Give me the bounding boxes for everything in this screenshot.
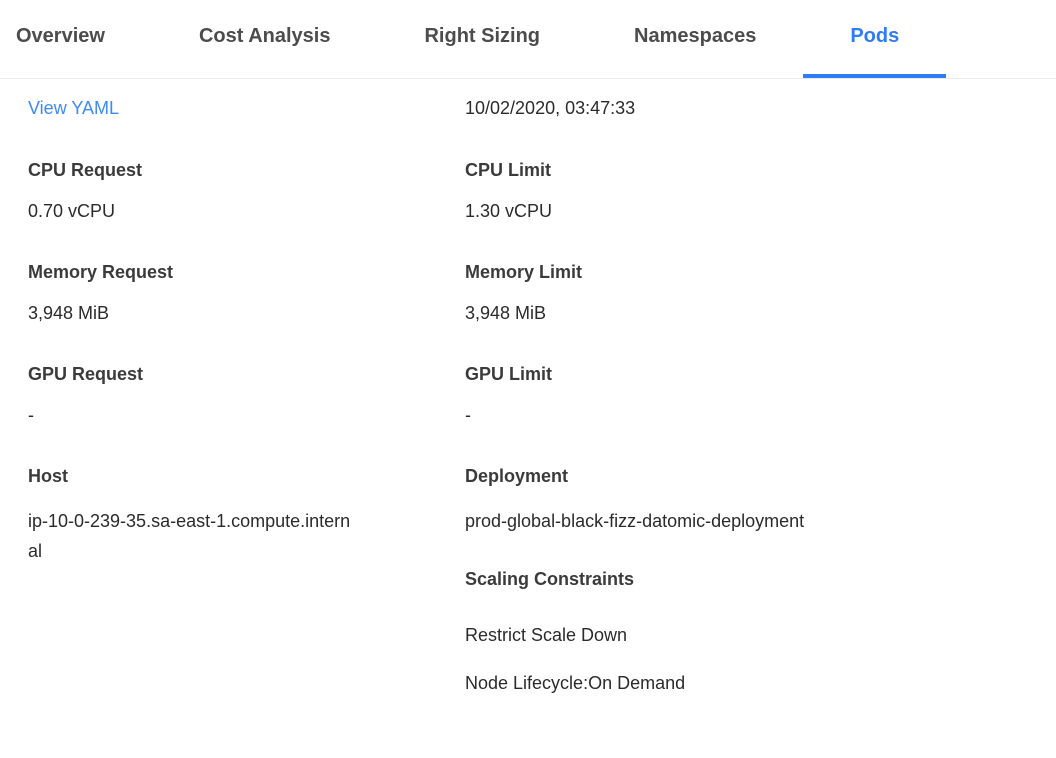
field-cpu-limit: CPU Limit 1.30 vCPU bbox=[465, 159, 1056, 222]
pod-details-panel: View YAML CPU Request 0.70 vCPU Memory R… bbox=[0, 79, 1056, 694]
field-gpu-request: GPU Request - bbox=[28, 363, 465, 426]
deployment-link[interactable]: prod-global-black-fizz-datomic-deploymen… bbox=[465, 511, 805, 531]
cpu-limit-value: 1.30 vCPU bbox=[465, 201, 553, 221]
memory-limit-value: 3,948 MiB bbox=[465, 303, 547, 323]
tab-namespaces[interactable]: Namespaces bbox=[634, 24, 757, 47]
view-yaml-link[interactable]: View YAML bbox=[28, 98, 120, 118]
tab-overview[interactable]: Overview bbox=[16, 24, 105, 47]
tab-bar: Overview Cost Analysis Right Sizing Name… bbox=[0, 0, 1056, 79]
field-cpu-request: CPU Request 0.70 vCPU bbox=[28, 159, 465, 222]
gpu-request-label: GPU Request bbox=[28, 364, 144, 384]
tab-right-sizing[interactable]: Right Sizing bbox=[424, 24, 541, 47]
last-updated-timestamp: 10/02/2020, 03:47:33 bbox=[465, 98, 636, 118]
tab-pods[interactable]: Pods bbox=[803, 0, 946, 78]
field-host: Host ip-10-0-239-35.sa-east-1.compute.in… bbox=[28, 465, 465, 566]
memory-request-value: 3,948 MiB bbox=[28, 303, 110, 323]
tab-cost-analysis[interactable]: Cost Analysis bbox=[198, 24, 331, 47]
host-link[interactable]: ip-10-0-239-35.sa-east-1.compute.interna… bbox=[28, 511, 351, 561]
memory-request-label: Memory Request bbox=[28, 262, 174, 282]
memory-limit-label: Memory Limit bbox=[465, 262, 583, 282]
field-gpu-limit: GPU Limit - bbox=[465, 363, 1056, 426]
field-deployment: Deployment prod-global-black-fizz-datomi… bbox=[465, 465, 1056, 536]
gpu-limit-value: - bbox=[465, 405, 471, 425]
cpu-limit-label: CPU Limit bbox=[465, 160, 552, 180]
scaling-constraint-item: Restrict Scale Down bbox=[465, 625, 628, 645]
details-right-column: 10/02/2020, 03:47:33 CPU Limit 1.30 vCPU… bbox=[465, 97, 1056, 694]
scaling-constraint-item: Node Lifecycle:On Demand bbox=[465, 673, 686, 693]
details-left-column: View YAML CPU Request 0.70 vCPU Memory R… bbox=[28, 97, 465, 694]
cpu-request-value: 0.70 vCPU bbox=[28, 201, 116, 221]
deployment-label: Deployment bbox=[465, 466, 569, 486]
cpu-request-label: CPU Request bbox=[28, 160, 143, 180]
field-memory-request: Memory Request 3,948 MiB bbox=[28, 261, 465, 324]
gpu-request-value: - bbox=[28, 405, 34, 425]
scaling-constraints-heading: Scaling Constraints bbox=[465, 569, 635, 589]
field-memory-limit: Memory Limit 3,948 MiB bbox=[465, 261, 1056, 324]
gpu-limit-label: GPU Limit bbox=[465, 364, 553, 384]
host-label: Host bbox=[28, 466, 68, 486]
